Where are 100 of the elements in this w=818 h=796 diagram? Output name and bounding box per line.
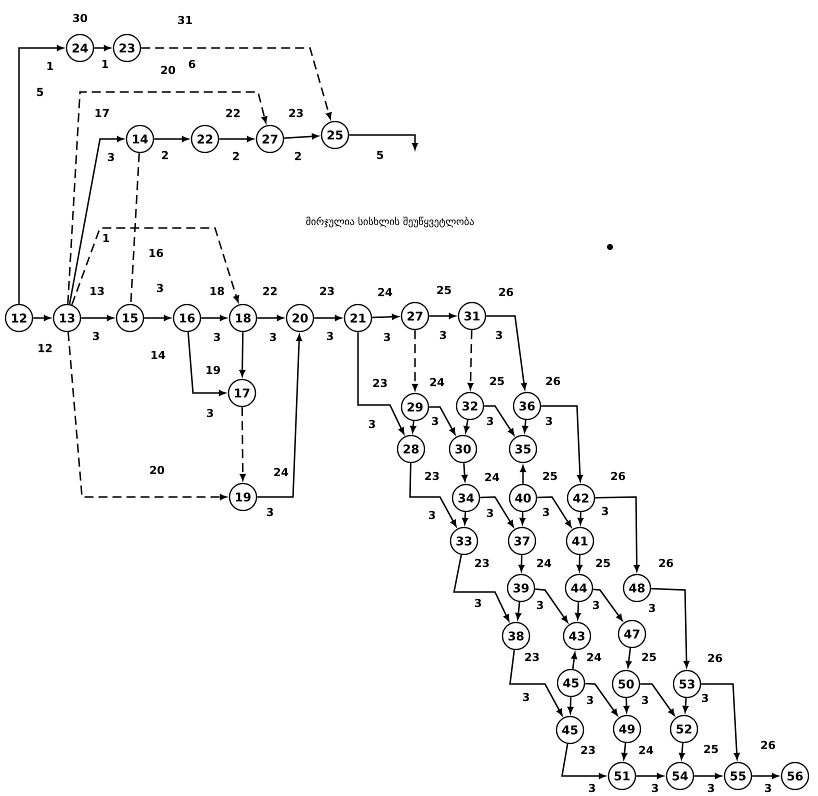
- activity-number: 2: [162, 150, 168, 160]
- activity-number: 31: [178, 16, 192, 24]
- arrow: [219, 136, 254, 142]
- activity-number: 23: [373, 378, 387, 388]
- activity-number: 3: [602, 506, 608, 516]
- activity-number: 3: [474, 598, 481, 608]
- arrow: [515, 602, 522, 620]
- arrow: [68, 136, 124, 304]
- activity-number: 23: [525, 652, 539, 662]
- arrow: [409, 463, 457, 527]
- arrow: [372, 314, 399, 320]
- activity-number: 3: [522, 692, 529, 702]
- arrow: [187, 332, 226, 396]
- activity-number: 24: [587, 652, 602, 662]
- activity-number: 3: [708, 784, 714, 792]
- activity-number: 22: [226, 108, 240, 118]
- activity-number: 12: [38, 344, 52, 352]
- activity-number: 3: [486, 416, 493, 426]
- arrow: [462, 463, 468, 482]
- activity-number: 14: [152, 351, 166, 360]
- arrow: [81, 315, 114, 321]
- activity-number: 16: [150, 248, 164, 258]
- arrow: [154, 136, 189, 142]
- activity-number: 3: [588, 784, 595, 792]
- activity-number: 24: [430, 378, 444, 386]
- activity-number: 3: [428, 510, 435, 520]
- activity-number: 24: [485, 472, 500, 482]
- arrow: [578, 512, 584, 525]
- arrow: [141, 47, 332, 120]
- activity-number: 3: [92, 332, 99, 340]
- activity-number: 26: [708, 654, 722, 662]
- activity-number: 3: [156, 284, 163, 292]
- activity-number: 3: [764, 784, 771, 792]
- activity-number: 3: [440, 330, 446, 340]
- activity-number: 3: [326, 332, 333, 340]
- note-text: მირჯულია სისხლის შეუწყვეტლობა: [306, 216, 474, 228]
- arrow: [201, 315, 227, 321]
- arrow: [486, 315, 527, 390]
- activity-number: 3: [652, 784, 658, 792]
- activity-number: 3: [214, 332, 220, 342]
- activity-number: 18: [210, 286, 224, 296]
- arrow: [694, 773, 722, 779]
- activity-number: 25: [437, 286, 451, 294]
- activity-number: 25: [596, 558, 610, 568]
- activity-number: 30: [73, 14, 88, 22]
- activity-number: 3: [384, 332, 390, 342]
- activity-number: 2: [295, 152, 301, 160]
- arrow: [509, 650, 563, 716]
- activity-number: 25: [543, 472, 557, 480]
- activity-number: 5: [377, 150, 384, 160]
- arrow: [571, 652, 578, 670]
- arrow: [464, 420, 470, 433]
- activity-number: 3: [432, 416, 438, 426]
- arrow: [701, 683, 740, 760]
- activity-number: 24: [639, 746, 654, 754]
- arrow: [518, 555, 524, 572]
- arrow: [429, 313, 456, 319]
- activity-number: 23: [425, 472, 439, 480]
- arrow: [94, 45, 111, 51]
- activity-number: 25: [642, 652, 656, 662]
- activity-number: 23: [289, 108, 303, 118]
- connector-line: [130, 153, 140, 304]
- arrow: [412, 330, 418, 391]
- activity-number: 23: [475, 558, 489, 568]
- activity-number: 1: [103, 234, 110, 242]
- arrow: [67, 91, 268, 304]
- activity-number: 26: [546, 376, 560, 386]
- activity-number: 1: [102, 60, 108, 68]
- arrow: [314, 315, 342, 321]
- activity-number: 1: [47, 62, 54, 70]
- arrow: [595, 496, 640, 572]
- arrow: [453, 554, 510, 622]
- arrow: [520, 465, 526, 484]
- activity-number: 25: [704, 744, 718, 754]
- activity-number: 17: [96, 109, 109, 118]
- arrow: [349, 134, 418, 150]
- activity-number: 24: [378, 288, 392, 296]
- arrow: [568, 697, 574, 714]
- activity-number: 19: [206, 366, 220, 374]
- arrow: [410, 421, 416, 433]
- activity-number: 26: [659, 558, 674, 568]
- activity-number: 3: [586, 696, 593, 704]
- arrow: [522, 420, 528, 433]
- arrow: [284, 133, 319, 140]
- arrow: [239, 332, 246, 377]
- arrow: [480, 496, 514, 528]
- arrow: [144, 315, 171, 321]
- arrow: [520, 512, 526, 525]
- activity-number: 5: [37, 88, 44, 96]
- activity-number: 3: [486, 508, 493, 518]
- activity-number: 3: [546, 416, 552, 426]
- arrow: [240, 407, 246, 481]
- activity-number: 3: [642, 696, 648, 704]
- arrow: [575, 602, 581, 620]
- arrow: [682, 698, 688, 713]
- activity-number: 3: [368, 420, 375, 428]
- activity-number: 3: [592, 600, 599, 610]
- arrow: [462, 512, 468, 525]
- arrow: [640, 683, 675, 716]
- activity-number: 3: [270, 332, 276, 342]
